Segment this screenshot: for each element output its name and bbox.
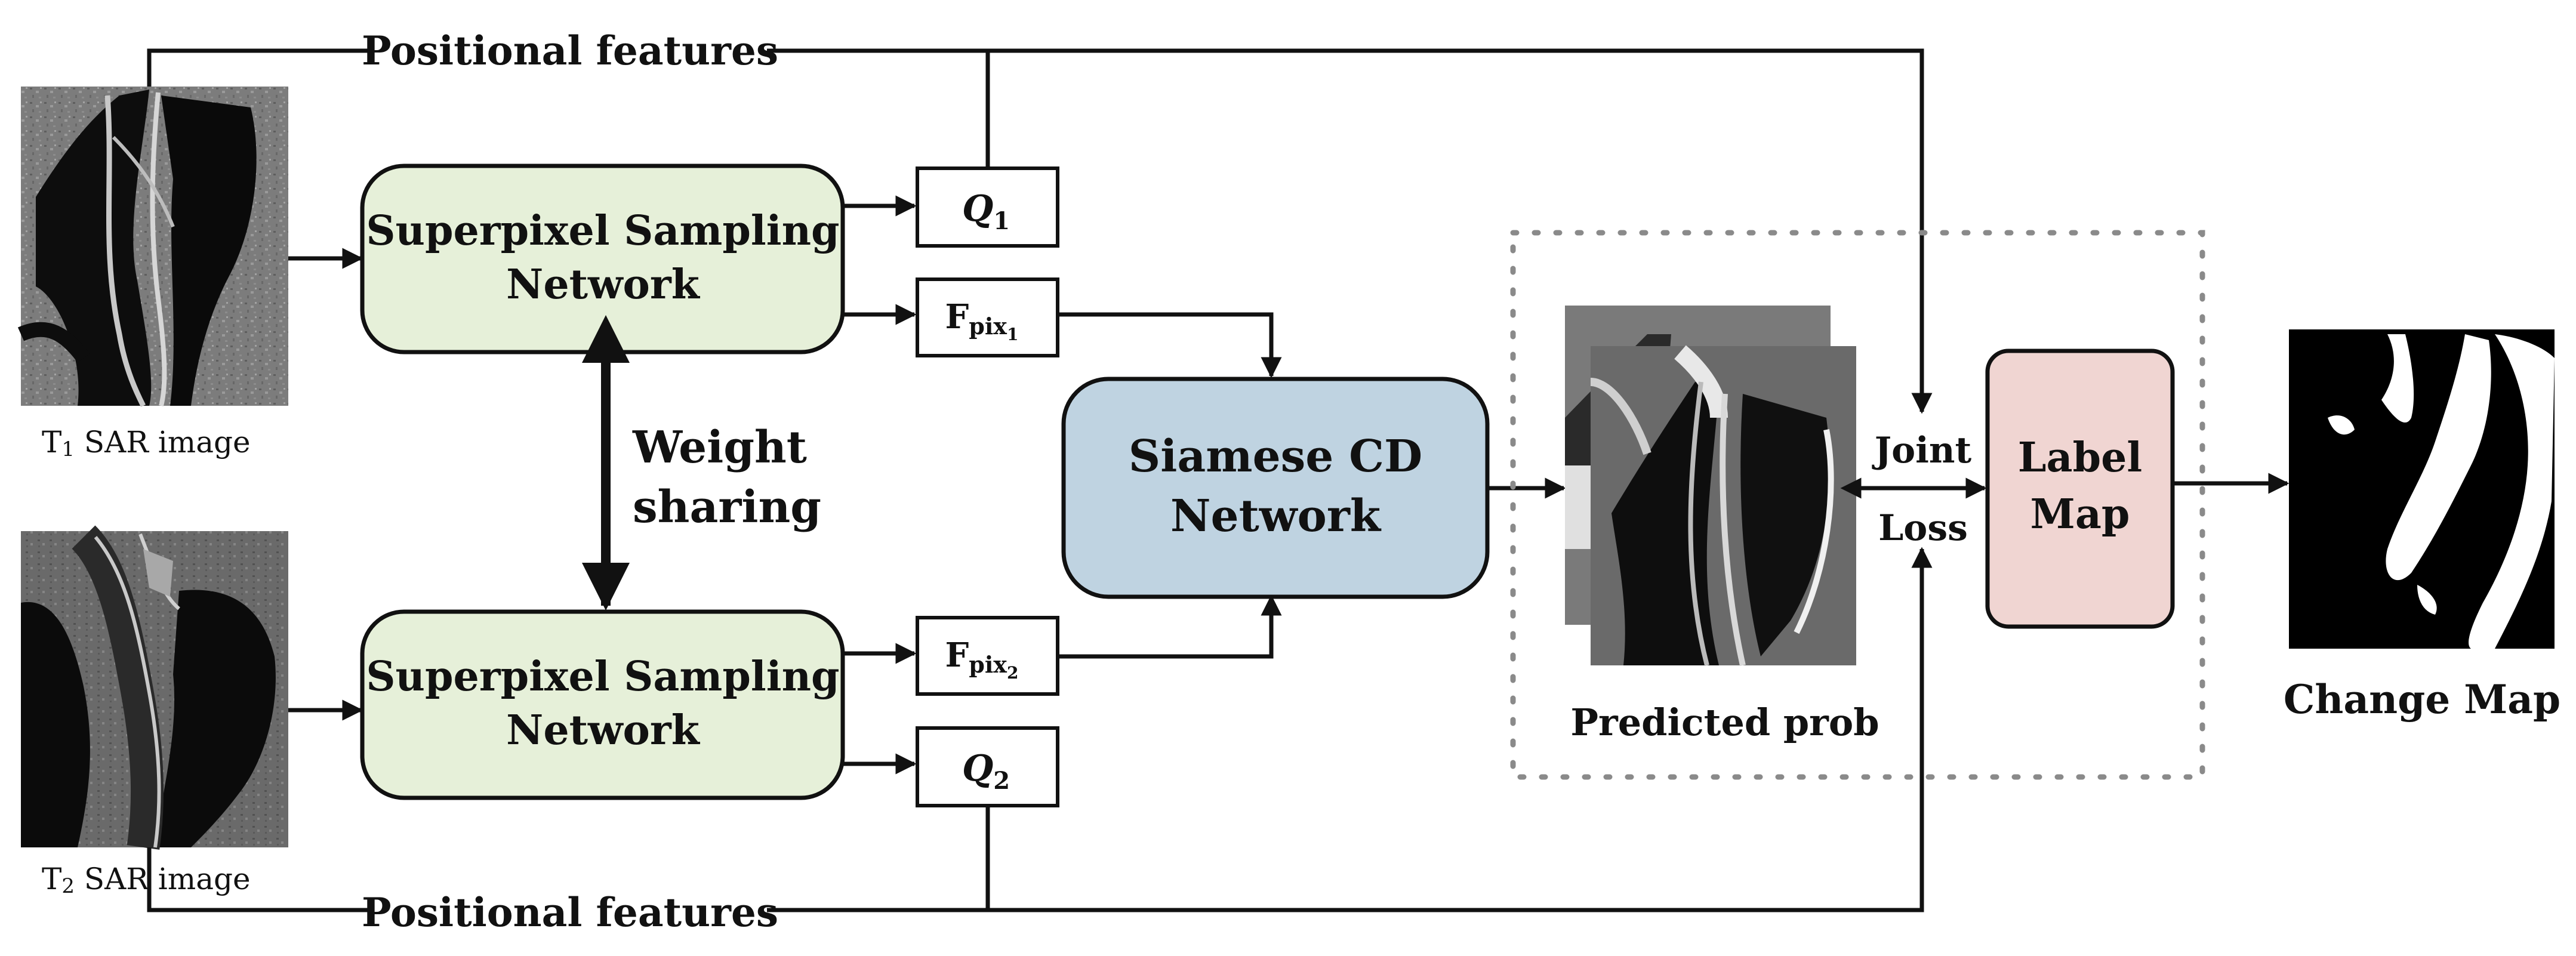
ssn-bottom-box: Superpixel Sampling Network <box>360 609 845 800</box>
weight-sharing-line2: sharing <box>633 482 821 533</box>
ssn-top-box: Superpixel Sampling Network <box>360 164 845 354</box>
label-map-box: Label Map <box>1985 349 2175 629</box>
joint-loss-line2: Loss <box>1878 507 1968 549</box>
label-map-line1: Label <box>2018 434 2143 482</box>
positional-features-top-label: Positional features <box>362 27 778 74</box>
label-map-line2: Map <box>2030 491 2130 538</box>
t1-image-label: T1 SAR image <box>42 425 251 461</box>
fpix1-box: Fpix1 <box>916 277 1059 357</box>
t2-sar-image <box>21 525 288 850</box>
arrow-fpix2-to-siamese <box>1058 594 1282 659</box>
t2-image-label: T2 SAR image <box>42 862 251 898</box>
positional-features-bottom-path <box>147 547 1933 912</box>
prediction-dotted-frame <box>1510 230 2205 780</box>
ssn-top-line1: Superpixel Sampling <box>366 207 839 255</box>
q1-box: Q1 <box>916 166 1059 248</box>
t1-sar-image <box>17 87 288 408</box>
change-map-image <box>2289 329 2555 649</box>
joint-loss-line1: Joint <box>1872 430 1972 471</box>
fpix2-label: Fpix2 <box>945 636 1019 683</box>
change-map-label: Change Map <box>2284 676 2560 723</box>
positional-features-top-path <box>147 48 1933 414</box>
predicted-prob-label: Predicted prob <box>1570 701 1879 744</box>
q2-box: Q2 <box>916 726 1059 807</box>
ssn-bottom-line2: Network <box>506 707 701 754</box>
siamese-line1: Siamese CD <box>1129 431 1422 482</box>
q1-label: Q1 <box>962 188 1010 235</box>
arrow-fpix1-to-siamese <box>1058 312 1282 378</box>
predicted-prob-front-image <box>1590 345 1856 667</box>
positional-features-bottom-label: Positional features <box>362 889 778 936</box>
siamese-cd-network-box: Siamese CD Network <box>1061 377 1490 599</box>
fpix1-label: Fpix1 <box>945 297 1019 344</box>
q2-label: Q2 <box>962 748 1010 795</box>
ssn-top-line2: Network <box>506 261 701 309</box>
weight-sharing-line1: Weight <box>632 422 807 473</box>
fpix2-box: Fpix2 <box>916 616 1059 696</box>
siamese-line2: Network <box>1170 491 1382 542</box>
ssn-bottom-line1: Superpixel Sampling <box>366 653 839 701</box>
